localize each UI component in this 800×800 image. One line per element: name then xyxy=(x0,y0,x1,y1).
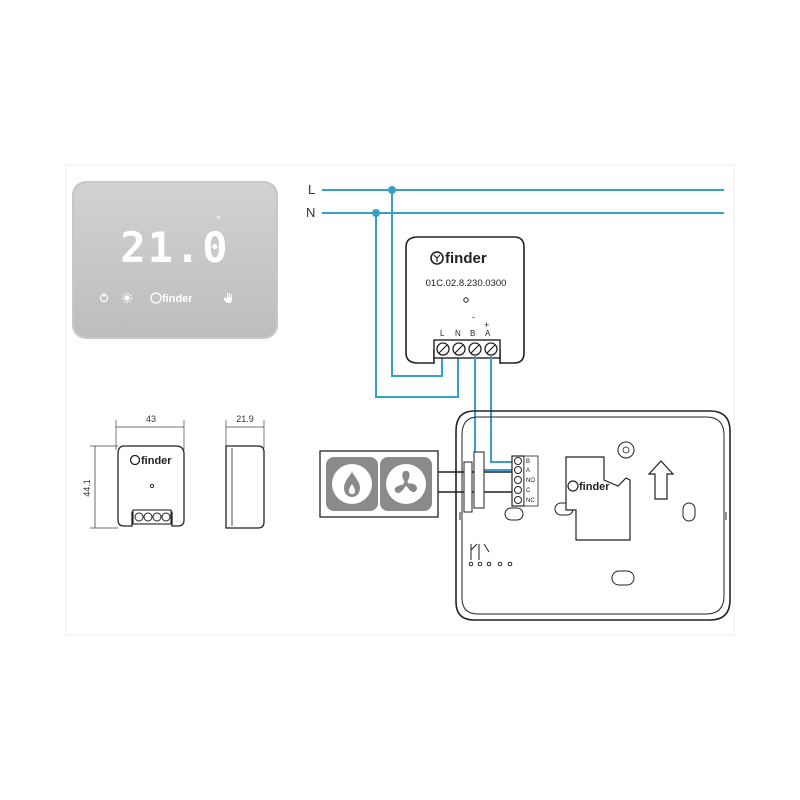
dimension-side-view: 21.9 xyxy=(225,414,265,529)
dim-width-label: 43 xyxy=(146,414,156,424)
small-module-finder-logo: finder xyxy=(129,454,172,467)
wire-n-drop xyxy=(375,213,459,398)
cable-channel xyxy=(473,451,485,509)
terminal-label-l: L xyxy=(440,329,445,338)
small-module-outline xyxy=(117,445,185,527)
small-terminal-screws xyxy=(134,512,171,522)
svg-text:finder: finder xyxy=(579,481,610,493)
mount-slot-bottom xyxy=(611,570,635,586)
base-term-b: B xyxy=(526,459,530,465)
base-plate: B A NO C NC finder xyxy=(455,410,731,621)
base-term-no: NO xyxy=(526,478,535,484)
module-finder-logo: finder xyxy=(430,250,487,267)
gear-icon xyxy=(121,293,132,304)
base-finder-logo: finder xyxy=(567,480,610,493)
terminal-block xyxy=(433,339,501,359)
base-term-a: A xyxy=(526,468,530,474)
load-icons xyxy=(319,450,512,518)
polarity-plus: + xyxy=(484,320,489,330)
terminal-label-a: A xyxy=(485,329,491,338)
flame-icon xyxy=(344,472,360,497)
base-plate-inner xyxy=(461,416,725,615)
base-terminal-label-box xyxy=(523,455,539,507)
line-n-label: N xyxy=(306,205,315,220)
small-module-led xyxy=(149,483,155,489)
cable-channel-left xyxy=(463,461,473,513)
power-icon xyxy=(99,293,109,303)
thermostat-degree: ° xyxy=(216,213,221,227)
supply-lines: L N xyxy=(306,182,724,398)
mount-slot-left xyxy=(504,507,524,521)
relay-symbol-icon xyxy=(468,543,513,567)
hand-icon xyxy=(224,293,232,303)
dim-height-label: 44.1 xyxy=(82,479,92,497)
dim-depth-label: 21.9 xyxy=(236,414,254,424)
thermostat-finder-logo: finder xyxy=(150,292,193,305)
line-l-label: L xyxy=(308,182,315,197)
base-term-c: C xyxy=(526,488,531,494)
base-term-nc: NC xyxy=(526,498,535,504)
wire-bus-a xyxy=(490,355,512,463)
mount-slot-right xyxy=(682,502,696,522)
dimension-front-view: 43 44.1 finder xyxy=(82,414,185,529)
relay-module: finder 01C.02.8.230.0300 - + L N B A xyxy=(405,236,525,364)
svg-text:finder: finder xyxy=(162,293,193,305)
module-part-number: 01C.02.8.230.0300 xyxy=(426,278,507,289)
thermostat-device: 21.0 ° finder xyxy=(72,181,278,339)
terminal-label-n: N xyxy=(455,329,461,338)
base-terminal-screws xyxy=(514,457,522,504)
base-label-area xyxy=(565,456,631,541)
arrow-up-icon xyxy=(647,460,675,500)
terminal-screws xyxy=(436,342,498,356)
thermostat-display: 21.0 xyxy=(120,223,229,272)
svg-text:finder: finder xyxy=(141,455,172,467)
wire-l-drop xyxy=(391,190,443,377)
terminal-label-b: B xyxy=(470,329,475,338)
module-led xyxy=(463,297,469,303)
base-plate-outer xyxy=(455,410,731,621)
fan-icon xyxy=(394,470,417,493)
polarity-minus: - xyxy=(472,312,475,322)
diagram-frame xyxy=(65,164,735,636)
svg-text:finder: finder xyxy=(445,250,487,267)
side-view-outline xyxy=(225,445,265,529)
